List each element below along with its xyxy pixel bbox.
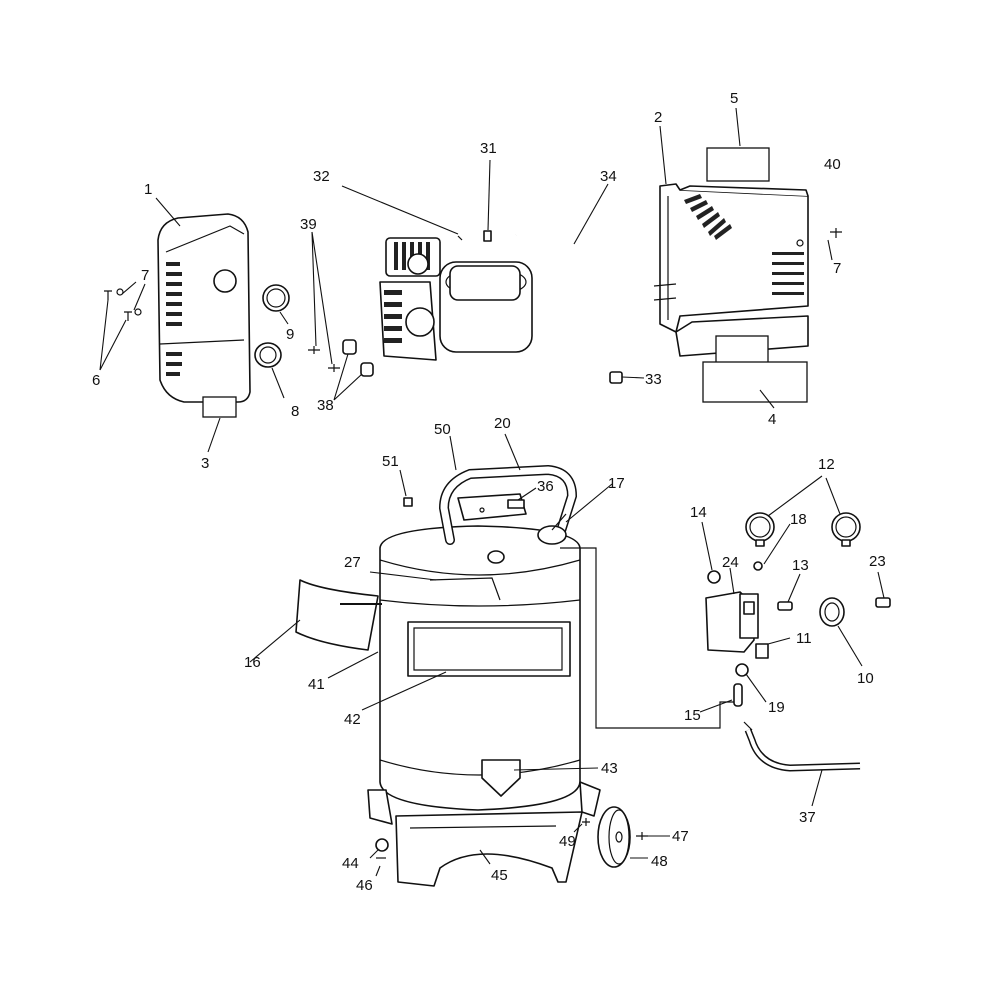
callout-8: 8 bbox=[291, 403, 299, 420]
pressure-switch-24 bbox=[705, 591, 759, 653]
callout-19: 19 bbox=[768, 699, 785, 716]
callout-24: 24 bbox=[722, 554, 739, 571]
valve-17 bbox=[537, 513, 567, 545]
callout-9: 9 bbox=[286, 326, 294, 343]
label-3 bbox=[202, 396, 237, 418]
callout-11: 11 bbox=[796, 630, 812, 647]
callout-3: 3 bbox=[201, 455, 209, 472]
decal-16 bbox=[295, 579, 379, 651]
callout-7-left: 7 bbox=[141, 267, 149, 284]
callout-46: 46 bbox=[356, 877, 373, 894]
handle bbox=[438, 464, 578, 545]
callout-7-right: 7 bbox=[833, 260, 841, 277]
motor-pump-assembly bbox=[379, 230, 533, 361]
fittings-small bbox=[707, 561, 891, 707]
left-shroud bbox=[157, 213, 251, 403]
gauges-12 bbox=[745, 512, 861, 547]
callout-27: 27 bbox=[344, 554, 361, 571]
screw-40 bbox=[830, 228, 842, 238]
callout-49: 49 bbox=[559, 833, 576, 850]
filters bbox=[254, 284, 290, 368]
regulator-10 bbox=[819, 597, 845, 627]
callout-43: 43 bbox=[601, 760, 618, 777]
callout-32: 32 bbox=[313, 168, 330, 185]
callout-17: 17 bbox=[608, 475, 625, 492]
callout-1: 1 bbox=[144, 181, 152, 198]
callout-50: 50 bbox=[434, 421, 451, 438]
callout-34: 34 bbox=[600, 168, 617, 185]
callout-numbers: 1 2 3 4 5 6 7 7 8 9 10 11 12 13 14 15 16… bbox=[92, 90, 886, 894]
tube-34 bbox=[515, 230, 634, 384]
callout-10: 10 bbox=[857, 670, 874, 687]
callout-47: 47 bbox=[672, 828, 689, 845]
label-5 bbox=[706, 147, 770, 182]
bracket-36 bbox=[507, 499, 525, 509]
callout-36: 36 bbox=[537, 478, 554, 495]
callout-6: 6 bbox=[92, 372, 100, 389]
label-4 bbox=[702, 361, 808, 403]
plug-51 bbox=[403, 497, 413, 507]
callout-2: 2 bbox=[654, 109, 662, 126]
base-stand bbox=[367, 781, 601, 887]
air-tank bbox=[379, 525, 581, 811]
callout-39: 39 bbox=[300, 216, 317, 233]
callout-12: 12 bbox=[818, 456, 835, 473]
hose-route bbox=[560, 547, 740, 729]
label-4-upper bbox=[715, 335, 769, 365]
callout-31: 31 bbox=[480, 140, 497, 157]
right-shroud bbox=[653, 183, 809, 357]
leader-lines bbox=[99, 107, 885, 877]
callout-5: 5 bbox=[730, 90, 738, 107]
callout-18: 18 bbox=[790, 511, 807, 528]
callout-33: 33 bbox=[645, 371, 662, 388]
callout-42: 42 bbox=[344, 711, 361, 728]
callout-4: 4 bbox=[768, 411, 776, 428]
callout-37: 37 bbox=[799, 809, 816, 826]
callout-23: 23 bbox=[869, 553, 886, 570]
callout-14: 14 bbox=[690, 504, 707, 521]
clips-38 bbox=[308, 339, 374, 377]
screws-left bbox=[104, 288, 142, 321]
callout-45: 45 bbox=[491, 867, 508, 884]
callout-20: 20 bbox=[494, 415, 511, 432]
wheel-48 bbox=[582, 806, 648, 868]
hose-37 bbox=[743, 721, 861, 772]
callout-13: 13 bbox=[792, 557, 809, 574]
callout-48: 48 bbox=[651, 853, 668, 870]
callout-40: 40 bbox=[824, 156, 841, 173]
callout-51: 51 bbox=[382, 453, 399, 470]
callout-44: 44 bbox=[342, 855, 359, 872]
callout-38: 38 bbox=[317, 397, 334, 414]
callout-41: 41 bbox=[308, 676, 325, 693]
callout-16: 16 bbox=[244, 654, 261, 671]
callout-15: 15 bbox=[684, 707, 701, 724]
